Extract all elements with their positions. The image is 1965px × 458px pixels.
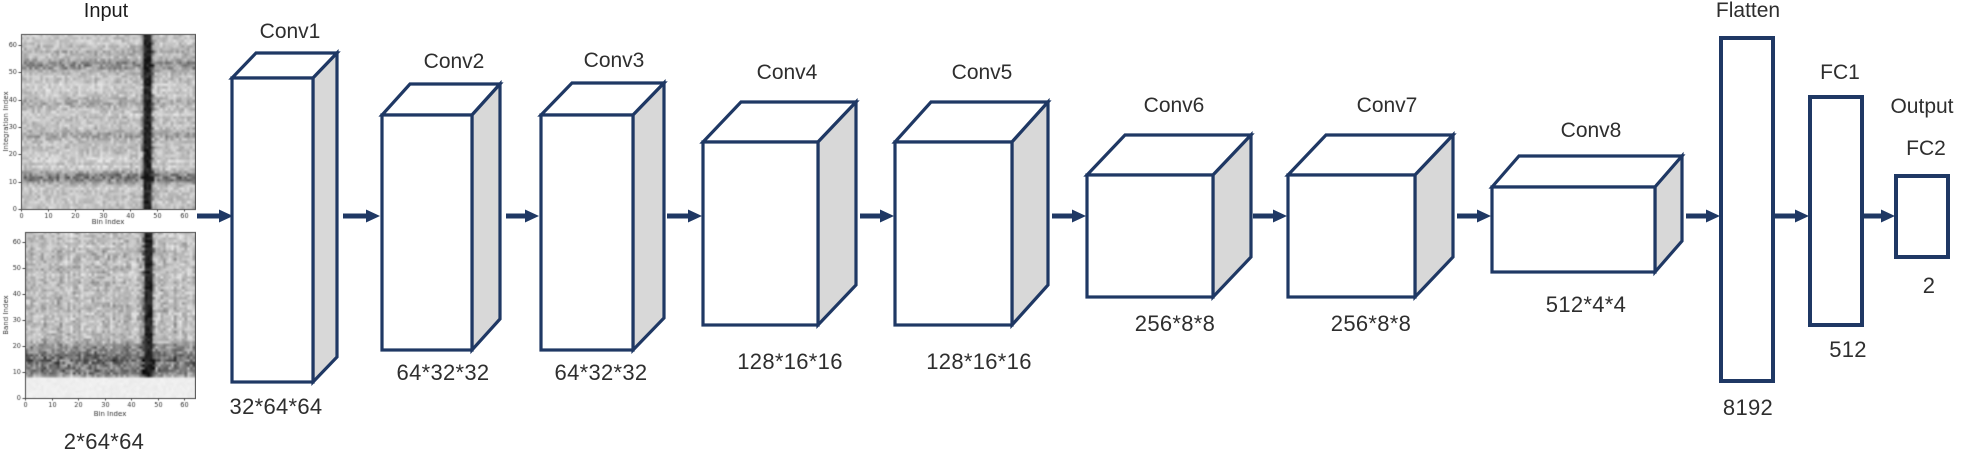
layer-dim-conv6: 256*8*8: [1134, 311, 1216, 336]
layer-label-conv2: Conv2: [423, 50, 485, 73]
conv4-box: [699, 97, 860, 330]
conv3-side-face: [631, 79, 666, 354]
layer-dim-flatten: 8192: [1722, 395, 1774, 420]
conv1-front-face: [230, 76, 315, 384]
arrow-flatten-fc1: [1775, 209, 1809, 223]
conv6-front-face: [1085, 173, 1215, 299]
conv2-side-face: [470, 79, 502, 355]
output-label: Output: [1890, 95, 1954, 118]
conv7-box: [1284, 130, 1457, 302]
arrow-conv3-conv4: [667, 209, 702, 223]
conv5-side-face: [1010, 97, 1050, 330]
arrow-conv5-conv6: [1052, 209, 1086, 223]
layer-label-fc1: FC1: [1820, 61, 1860, 84]
arrow-conv1-conv2: [343, 209, 380, 223]
layer-label-fc2: FC2: [1906, 137, 1946, 160]
layer-label-conv1: Conv1: [259, 20, 321, 43]
input-spectrogram-top: [0, 28, 196, 226]
arrow-conv2-conv3: [506, 209, 539, 223]
flatten-rect: [1719, 36, 1775, 383]
arrow-conv6-conv7: [1253, 209, 1287, 223]
layer-dim-conv2: 64*32*32: [396, 360, 490, 385]
layer-dim-conv5: 128*16*16: [926, 349, 1032, 374]
layer-dim-conv7: 256*8*8: [1330, 311, 1412, 336]
layer-dim-fc1: 512: [1829, 337, 1867, 362]
conv2-box: [378, 79, 504, 355]
conv4-front-face: [701, 140, 820, 327]
input-spectrogram-bottom: [0, 224, 196, 424]
layer-label-conv6: Conv6: [1143, 94, 1205, 117]
layer-label-conv4: Conv4: [756, 61, 818, 84]
arrow-conv4-conv5: [860, 209, 894, 223]
layer-dim-conv8: 512*4*4: [1545, 292, 1627, 317]
arrow-conv7-conv8: [1457, 209, 1491, 223]
conv1-box: [228, 49, 341, 386]
conv3-front-face: [539, 113, 635, 352]
fc2-rect: [1894, 174, 1950, 259]
conv7-front-face: [1286, 173, 1417, 299]
fc1-rect: [1808, 95, 1864, 327]
arrow-fc1-fc2: [1864, 209, 1895, 223]
conv3-box: [537, 79, 668, 354]
conv5-front-face: [893, 140, 1014, 327]
arrow-conv8-flatten: [1686, 209, 1720, 223]
conv6-box: [1083, 130, 1255, 302]
input-title: Input: [83, 0, 129, 22]
layer-label-conv8: Conv8: [1560, 119, 1622, 142]
conv4-side-face: [816, 97, 858, 330]
arrow-input-conv1: [197, 209, 233, 223]
conv1-side-face: [311, 49, 339, 386]
layer-label-conv3: Conv3: [583, 49, 645, 72]
layer-label-flatten: Flatten: [1715, 0, 1781, 22]
layer-dim-conv3: 64*32*32: [554, 360, 648, 385]
input-dim: 2*64*64: [63, 429, 145, 454]
layer-label-conv5: Conv5: [951, 61, 1013, 84]
conv5-box: [891, 97, 1052, 330]
layer-label-conv7: Conv7: [1356, 94, 1418, 117]
layer-dim-conv4: 128*16*16: [737, 349, 843, 374]
layer-dim-fc2: 2: [1922, 273, 1936, 298]
layer-dim-conv1: 32*64*64: [229, 394, 323, 419]
conv8-top-face: [1488, 154, 1686, 189]
conv8-box: [1488, 151, 1686, 277]
conv2-front-face: [380, 113, 474, 352]
conv8-front-face: [1490, 185, 1657, 274]
